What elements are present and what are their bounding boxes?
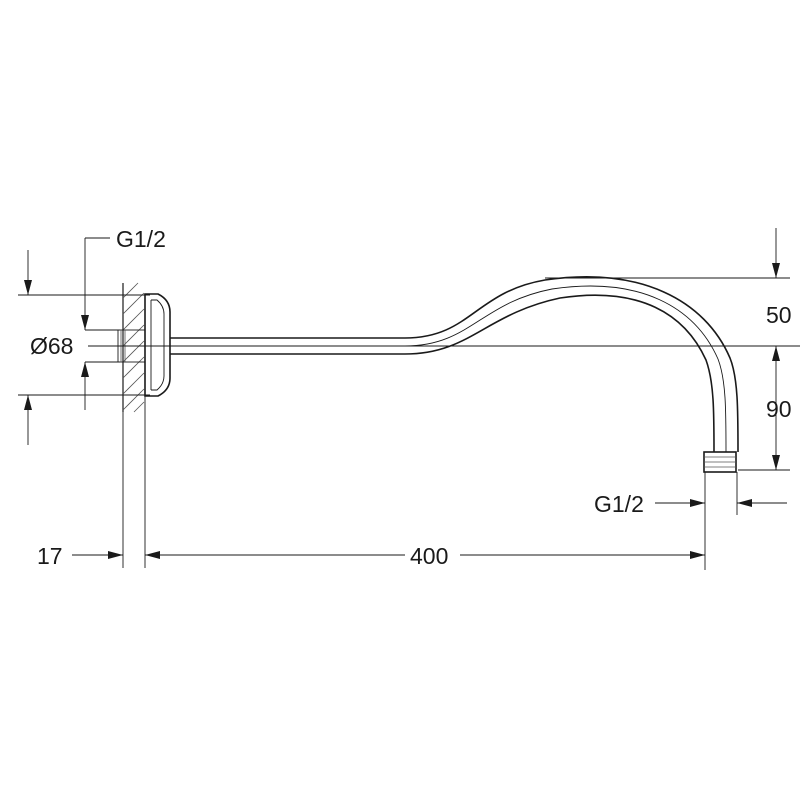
drop-label: 90 (766, 396, 792, 422)
flange-diameter-dimension (18, 250, 150, 445)
wall-depth-label: 17 (37, 543, 63, 569)
projection-label: 400 (410, 543, 448, 569)
wall-hatching (122, 282, 145, 413)
shower-arm-pipe (170, 276, 739, 473)
rise-label: 50 (766, 302, 792, 328)
outlet-thread-dimension (655, 472, 787, 570)
inlet-thread-label: G1/2 (116, 226, 166, 252)
flange-diameter-label: Ø68 (30, 333, 73, 359)
height-dimensions (545, 228, 790, 471)
outlet-thread-label: G1/2 (594, 491, 644, 517)
length-dimensions (72, 396, 705, 568)
inlet-thread-dimension (81, 237, 120, 410)
